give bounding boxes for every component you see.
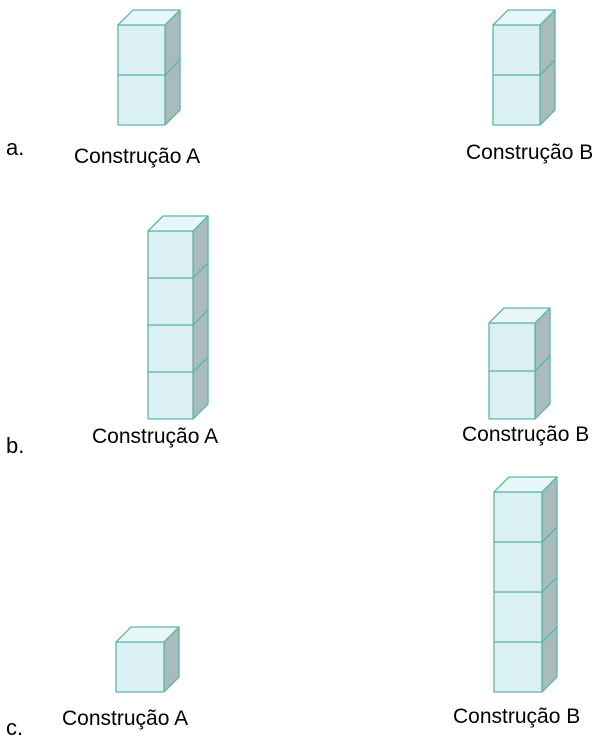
cube-front-face: [492, 24, 541, 76]
cube-stack-row-c-construction-a: [115, 626, 180, 693]
cube: [493, 526, 558, 593]
cube-top-face: [115, 626, 180, 643]
cube-front-face: [493, 641, 543, 693]
cube-front-face: [147, 230, 194, 279]
cube-front-face: [117, 24, 166, 76]
cube-top-face: [117, 9, 181, 26]
cube-front-face: [117, 74, 166, 126]
cube: [488, 307, 551, 372]
cube-front-face: [147, 324, 194, 373]
construction-a-label-row-c: Construção A: [62, 707, 189, 730]
cube: [493, 476, 558, 543]
cube: [117, 59, 181, 126]
cube-stack-row-a-construction-a: [117, 9, 181, 126]
cube: [147, 262, 209, 326]
cube: [117, 9, 181, 76]
construction-a-label-row-a: Construção A: [74, 145, 201, 168]
row-letter-b: b.: [6, 433, 25, 458]
cube: [492, 9, 556, 76]
construction-b-label-row-a: Construção B: [466, 141, 594, 164]
row-letter-a: a.: [6, 135, 25, 160]
cube-stack-row-b-construction-b: [488, 307, 551, 420]
construction-b-label-row-b: Construção B: [462, 423, 590, 446]
construction-a-label-row-b: Construção A: [92, 425, 219, 448]
cube-front-face: [493, 491, 543, 543]
cube: [115, 626, 180, 693]
cube-top-face: [488, 307, 551, 324]
cube-stack-row-a-construction-b: [492, 9, 556, 126]
cube-front-face: [115, 641, 165, 693]
cube-front-face: [493, 541, 543, 593]
cube-top-face: [492, 9, 556, 26]
cube-top-face: [147, 215, 209, 232]
cube-front-face: [488, 370, 536, 420]
cube-front-face: [147, 277, 194, 326]
cube: [493, 626, 558, 693]
cube: [147, 215, 209, 279]
cube-front-face: [147, 371, 194, 420]
cube-front-face: [492, 74, 541, 126]
cube: [493, 576, 558, 643]
cube-front-face: [493, 591, 543, 643]
row-letter-c: c.: [6, 715, 24, 740]
cube-front-face: [488, 322, 536, 372]
cube-top-face: [493, 476, 558, 493]
cube-stack-row-b-construction-a: [147, 215, 209, 420]
cube-stack-row-c-construction-b: [493, 476, 558, 693]
construction-b-label-row-c: Construção B: [453, 705, 581, 728]
